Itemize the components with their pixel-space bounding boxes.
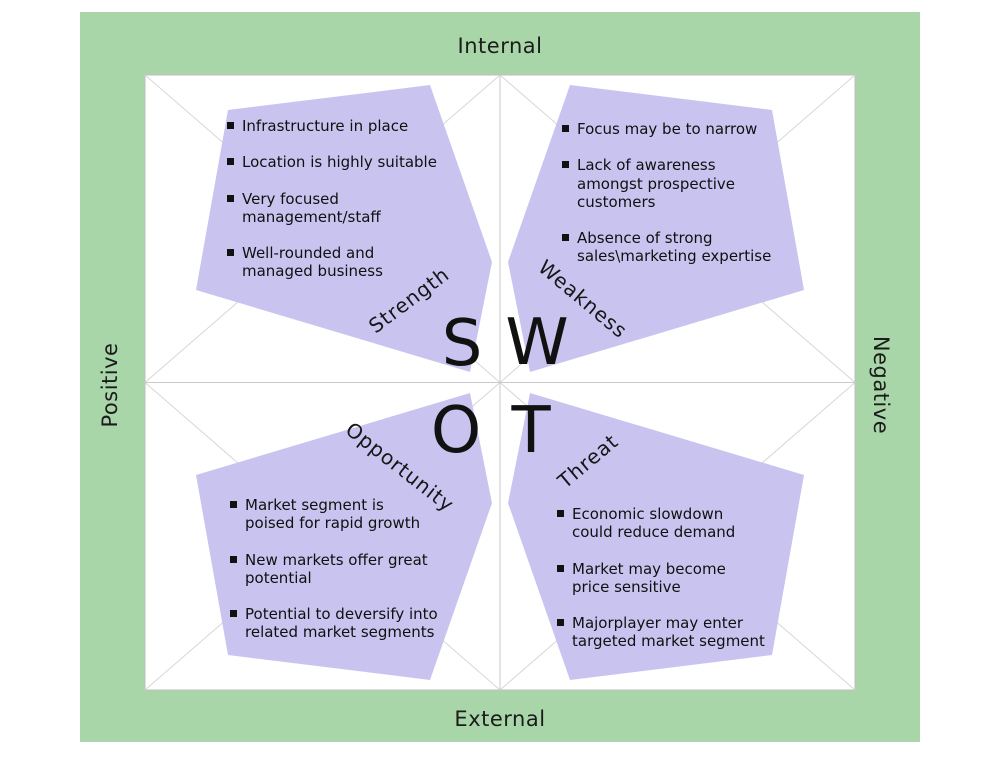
list-item-text: New markets offer great potential <box>245 550 428 587</box>
list-item: Absence of strong sales\marketing expert… <box>562 229 782 266</box>
weakness-list: Focus may be to narrow Lack of awareness… <box>562 120 782 284</box>
negative-label: Negative <box>869 335 893 435</box>
list-item-text: Market may become price sensitive <box>572 559 726 596</box>
bullet-square-icon <box>230 501 237 508</box>
bullet-square-icon <box>557 619 564 627</box>
bullet-square-icon <box>557 510 564 517</box>
bullet-square-icon <box>562 125 569 132</box>
list-item-text: Lack of awareness amongst prospective cu… <box>577 156 735 211</box>
list-item: Location is highly suitable <box>227 153 467 171</box>
bullet-square-icon <box>562 161 569 169</box>
bullet-square-icon <box>227 194 234 202</box>
bullet-square-icon <box>227 158 234 166</box>
positive-label: Positive <box>98 342 122 428</box>
list-item: Well-rounded and managed business <box>227 244 467 281</box>
opportunity-pentagon <box>196 393 492 680</box>
list-item: Lack of awareness amongst prospective cu… <box>562 156 782 211</box>
list-item-text: Location is highly suitable <box>242 153 437 172</box>
list-item-text: Absence of strong sales\marketing expert… <box>577 229 772 266</box>
list-item-text: Economic slowdown could reduce demand <box>572 505 736 542</box>
weakness-pentagon <box>508 85 804 372</box>
letter-w: W <box>505 306 569 380</box>
opportunity-list: Market segment is poised for rapid growt… <box>230 496 457 660</box>
list-item-text: Majorplayer may enter targeted market se… <box>572 614 765 651</box>
list-item: Majorplayer may enter targeted market se… <box>557 614 767 651</box>
letter-t: T <box>511 394 551 468</box>
list-item: Economic slowdown could reduce demand <box>557 505 767 542</box>
bullet-square-icon <box>230 555 237 563</box>
list-item: Potential to deversify into related mark… <box>230 605 457 642</box>
list-item-text: Market segment is poised for rapid growt… <box>245 496 421 533</box>
bullet-square-icon <box>230 610 237 618</box>
list-item-text: Focus may be to narrow <box>577 120 758 138</box>
list-item-text: Potential to deversify into related mark… <box>245 605 438 642</box>
list-item-text: Well-rounded and managed business <box>242 244 383 281</box>
list-item: Very focused management/staff <box>227 190 467 227</box>
strength-list: Infrastructure in place Location is high… <box>227 117 467 299</box>
bullet-square-icon <box>557 564 564 572</box>
threat-pentagon <box>508 393 804 680</box>
list-item: Infrastructure in place <box>227 117 467 135</box>
bullet-square-icon <box>227 122 234 129</box>
list-item: Focus may be to narrow <box>562 120 782 138</box>
threat-list: Economic slowdown could reduce demand Ma… <box>557 505 767 669</box>
list-item: Market may become price sensitive <box>557 560 767 597</box>
bullet-square-icon <box>227 249 234 257</box>
list-item-text: Very focused management/staff <box>242 189 381 226</box>
list-item-text: Infrastructure in place <box>242 117 409 135</box>
list-item: Market segment is poised for rapid growt… <box>230 496 457 533</box>
external-label: External <box>454 707 546 731</box>
letter-s: S <box>441 307 483 381</box>
internal-label: Internal <box>457 34 543 58</box>
bullet-square-icon <box>562 234 569 242</box>
list-item: New markets offer great potential <box>230 551 457 588</box>
letter-o: O <box>430 394 482 468</box>
strength-pentagon <box>196 85 492 372</box>
